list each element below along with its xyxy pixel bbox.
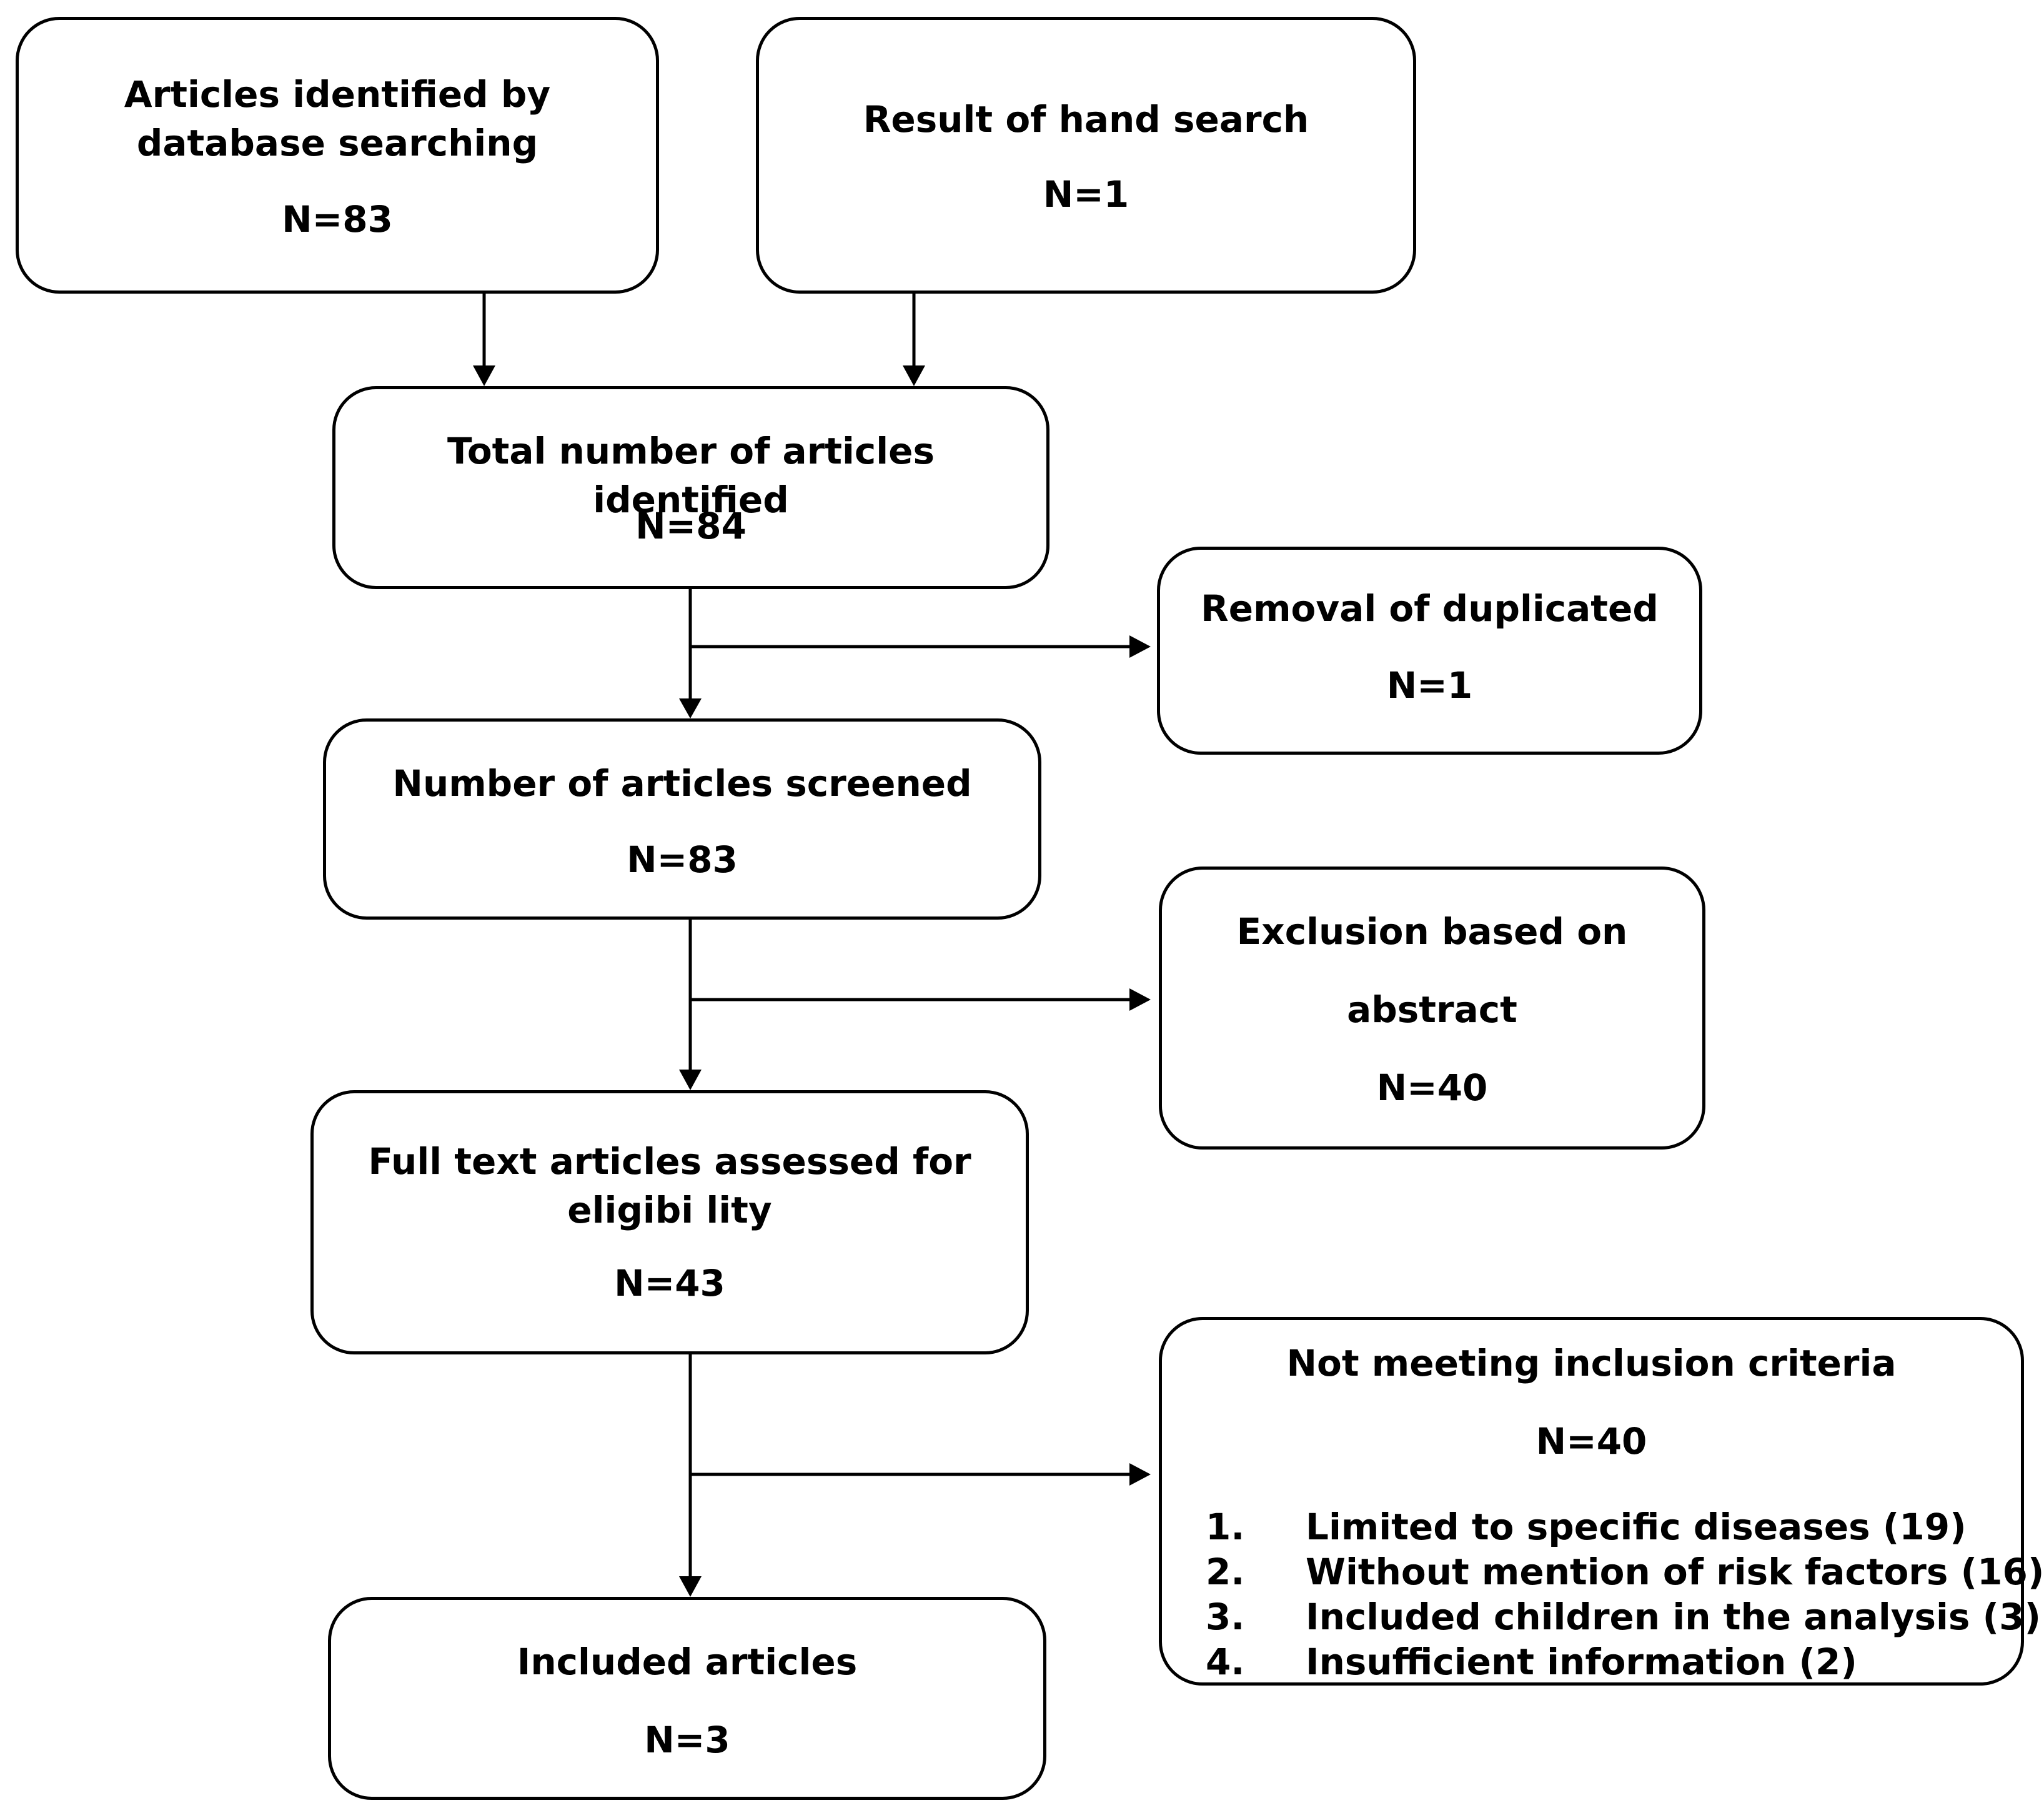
- arrowhead-database-to-total: [473, 365, 495, 386]
- database-search-box: Articles identified by database searchin…: [16, 17, 659, 294]
- included-articles-label: Included articles: [517, 1641, 858, 1683]
- database-search-label: Articles identified by database searchin…: [124, 73, 551, 164]
- exclusion-reason: 1. Limited to specific diseases (19): [1206, 1504, 2008, 1549]
- hand-search-label: Result of hand search: [863, 98, 1309, 141]
- included-articles-count: N=3: [644, 1719, 730, 1761]
- duplicates-removed-box: Removal of duplicated N=1: [1157, 547, 1702, 755]
- exclusion-reason: 3. Included children in the analysis (3): [1206, 1594, 2041, 1639]
- total-identified-count: N=84: [635, 505, 747, 547]
- total-identified-label: Total number of articles identified: [447, 430, 935, 521]
- full-text-box: Full text articles assessed for eligibi …: [310, 1090, 1029, 1354]
- arrowhead-hand-to-total: [903, 365, 925, 386]
- abstract-exclusion-label-2: abstract: [1347, 988, 1517, 1031]
- arrowhead-total-to-screened: [679, 698, 702, 718]
- reason-number: 2.: [1206, 1551, 1245, 1593]
- not-meeting-criteria-box: Not meeting inclusion criteria N=40 1. Li…: [1159, 1317, 2044, 1686]
- full-text-count: N=43: [614, 1262, 725, 1304]
- arrowhead-to-duplicates: [1129, 635, 1151, 658]
- total-identified-box: Total number of articles identified N=84: [332, 386, 1049, 589]
- database-search-count: N=83: [282, 198, 393, 241]
- abstract-exclusion-count: N=40: [1376, 1066, 1488, 1109]
- reason-label: Without mention of risk factors (16): [1306, 1551, 2044, 1593]
- included-articles-box: Included articles N=3: [328, 1597, 1046, 1800]
- arrowhead-to-not-meeting: [1129, 1463, 1151, 1486]
- not-meeting-criteria-label: Not meeting inclusion criteria: [1286, 1342, 1897, 1384]
- screened-label: Number of articles screened: [392, 762, 972, 805]
- reason-label: Limited to specific diseases (19): [1306, 1506, 1967, 1548]
- arrowhead-screened-to-fulltext: [679, 1070, 702, 1090]
- exclusion-reason: 4. Insufficient information (2): [1206, 1639, 2008, 1684]
- reason-number: 4.: [1206, 1641, 1245, 1683]
- reason-number: 1.: [1206, 1506, 1245, 1548]
- duplicates-removed-label: Removal of duplicated: [1201, 587, 1659, 630]
- arrowhead-fulltext-to-included: [679, 1576, 702, 1597]
- reason-label: Included children in the analysis (3): [1306, 1596, 2042, 1638]
- screened-count: N=83: [627, 838, 738, 881]
- abstract-exclusion-box: Exclusion based on abstract N=40: [1159, 867, 1705, 1150]
- reason-number: 3.: [1206, 1596, 1245, 1638]
- not-meeting-criteria-count: N=40: [1535, 1420, 1647, 1463]
- exclusion-reasons-list: 1. Limited to specific diseases (19) 2. Wi…: [1206, 1504, 2044, 1684]
- full-text-label: Full text articles assessed for eligibi …: [368, 1140, 971, 1231]
- reason-label: Insufficient information (2): [1306, 1641, 1857, 1683]
- hand-search-box: Result of hand search N=1: [756, 17, 1416, 294]
- arrowhead-to-abstract: [1129, 988, 1151, 1011]
- duplicates-removed-count: N=1: [1386, 664, 1473, 707]
- screened-box: Number of articles screened N=83: [323, 718, 1041, 920]
- abstract-exclusion-label: Exclusion based on: [1236, 910, 1628, 953]
- hand-search-count: N=1: [1043, 173, 1129, 216]
- exclusion-reason: 2. Without mention of risk factors (16): [1206, 1549, 2044, 1594]
